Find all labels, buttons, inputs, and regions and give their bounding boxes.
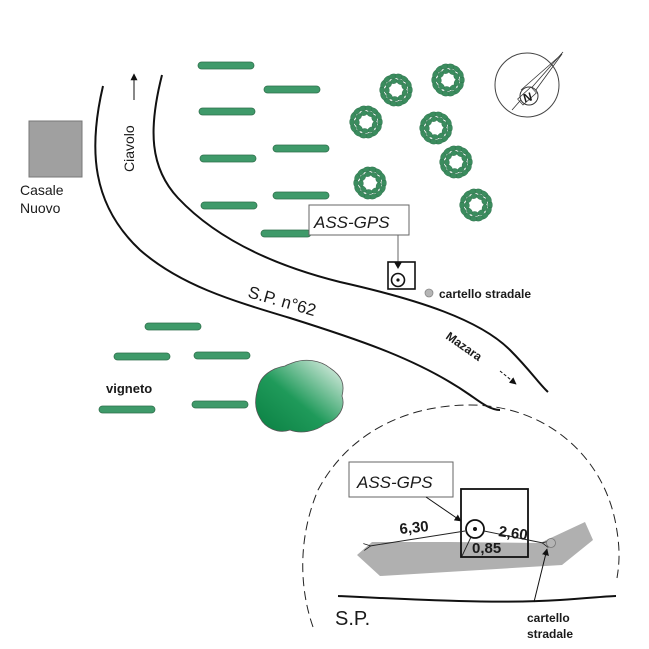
- vine-row: [193, 351, 251, 360]
- cartello-detail-line1: cartello: [527, 611, 570, 625]
- gps-point-top-center: [396, 278, 400, 282]
- vine-row: [263, 85, 321, 94]
- tree-grove: [349, 63, 493, 222]
- gps-tag-detail-leader: [425, 496, 462, 522]
- distance-down-label: 0,85: [472, 540, 501, 557]
- cartello-detail-leader: [533, 548, 549, 603]
- olive-tree-icon: [379, 73, 413, 107]
- distance-line-right: [483, 530, 543, 543]
- gps-point-detail-center: [473, 527, 477, 531]
- road-edge-outer: [94, 85, 501, 411]
- vine-rows-vigneto: [98, 322, 251, 414]
- vine-row: [198, 107, 256, 116]
- casale-label-line1: Casale: [20, 182, 64, 198]
- gps-tag-top-box: [308, 204, 410, 236]
- gps-tag-top-label: ASS-GPS: [313, 213, 390, 232]
- olive-tree-icon: [431, 63, 465, 97]
- vigneto-label: vigneto: [106, 381, 152, 396]
- mazara-label: Mazara: [443, 329, 485, 364]
- vine-row: [272, 144, 330, 153]
- vine-row: [98, 405, 156, 414]
- casale-nuovo-building: [28, 120, 83, 178]
- gps-tag-detail-label: ASS-GPS: [356, 473, 433, 492]
- detail-road-band: [357, 522, 593, 576]
- compass-icon: N: [494, 51, 564, 118]
- ciavolo-label: Ciavolo: [121, 125, 137, 172]
- distance-right-label: 2,60: [497, 523, 528, 544]
- distance-line-down: [461, 536, 472, 557]
- olive-tree-icon: [459, 188, 493, 222]
- distance-left-label: 6,30: [399, 518, 430, 538]
- gps-detail-box: [460, 488, 529, 558]
- casale-label-line2: Nuovo: [20, 200, 61, 216]
- gps-marker-top-arrow: [394, 262, 402, 269]
- vine-row: [144, 322, 202, 331]
- olive-tree-icon: [353, 166, 387, 200]
- distance-line-left: [370, 530, 466, 546]
- cartello-detail-line2: stradale: [527, 627, 573, 641]
- bush: [255, 359, 344, 433]
- mazara-arrow: [499, 370, 517, 385]
- detail-dashed-circle: [302, 404, 620, 628]
- vine-row: [113, 352, 171, 361]
- sp62-label: S.P. n°62: [246, 283, 318, 321]
- road-sign-top: [424, 288, 434, 298]
- gps-tag-detail-box: [348, 461, 454, 498]
- road-sign-detail: [546, 538, 556, 548]
- vine-rows-top: [197, 61, 330, 238]
- cartello-top-label: cartello stradale: [439, 287, 531, 301]
- road-edge-inner: [152, 74, 549, 393]
- vine-row: [200, 201, 258, 210]
- olive-tree-icon: [419, 111, 453, 145]
- vine-row: [197, 61, 255, 70]
- olive-tree-icon: [439, 145, 473, 179]
- vine-row: [260, 229, 312, 238]
- olive-tree-icon: [349, 105, 383, 139]
- detail-road-edge: [337, 595, 617, 603]
- vine-row: [272, 191, 330, 200]
- compass-n-label: N: [522, 90, 534, 106]
- vine-row: [199, 154, 257, 163]
- sp-detail-label: S.P.: [335, 608, 370, 630]
- vine-row: [191, 400, 249, 409]
